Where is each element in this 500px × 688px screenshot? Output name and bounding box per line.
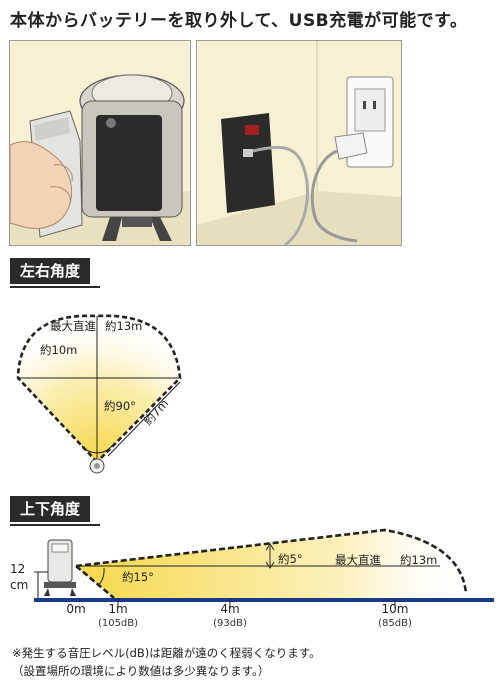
usb-charging-illustration [196, 40, 402, 246]
up-down-angle-header: 上下角度 [10, 496, 101, 526]
left-right-coverage-diagram [16, 314, 182, 474]
horizontal-angle-value: 約90° [104, 399, 136, 413]
sound-level-label: (105dB) [97, 618, 139, 629]
battery-removal-illustration [9, 40, 191, 246]
distance-tick-label: 10m [381, 602, 409, 616]
max-straight-label: 最大直進 [50, 319, 96, 333]
sound-level-label: (93dB) [213, 618, 247, 629]
side-distance-value: 約10m [40, 343, 78, 357]
max-straight-label-vertical: 最大直進 [335, 553, 381, 567]
distance-tick-label: 4m [220, 602, 240, 616]
distance-tick-label: 1m [108, 602, 128, 616]
downward-angle-value: 約15° [122, 570, 154, 584]
height-number: 12 [10, 562, 26, 576]
page-title: 本体からバッテリーを取り外して、USB充電が可能です。 [10, 11, 468, 31]
left-right-angle-header: 左右角度 [10, 258, 101, 288]
upward-angle-value: 約5° [278, 552, 303, 566]
max-distance-value-vertical: 約13m [400, 553, 438, 567]
note-line: （設置場所の環境により数値は多少異なります。） [12, 664, 270, 678]
max-distance-value: 約13m [105, 319, 143, 333]
sound-level-label: (85dB) [378, 618, 412, 629]
note-line: ※発生する音圧レベル(dB)は距離が遠のく程弱くなります。 [12, 646, 321, 660]
distance-tick-label: 0m [66, 602, 86, 616]
up-down-coverage-diagram [34, 528, 494, 608]
height-unit: cm [10, 578, 29, 592]
